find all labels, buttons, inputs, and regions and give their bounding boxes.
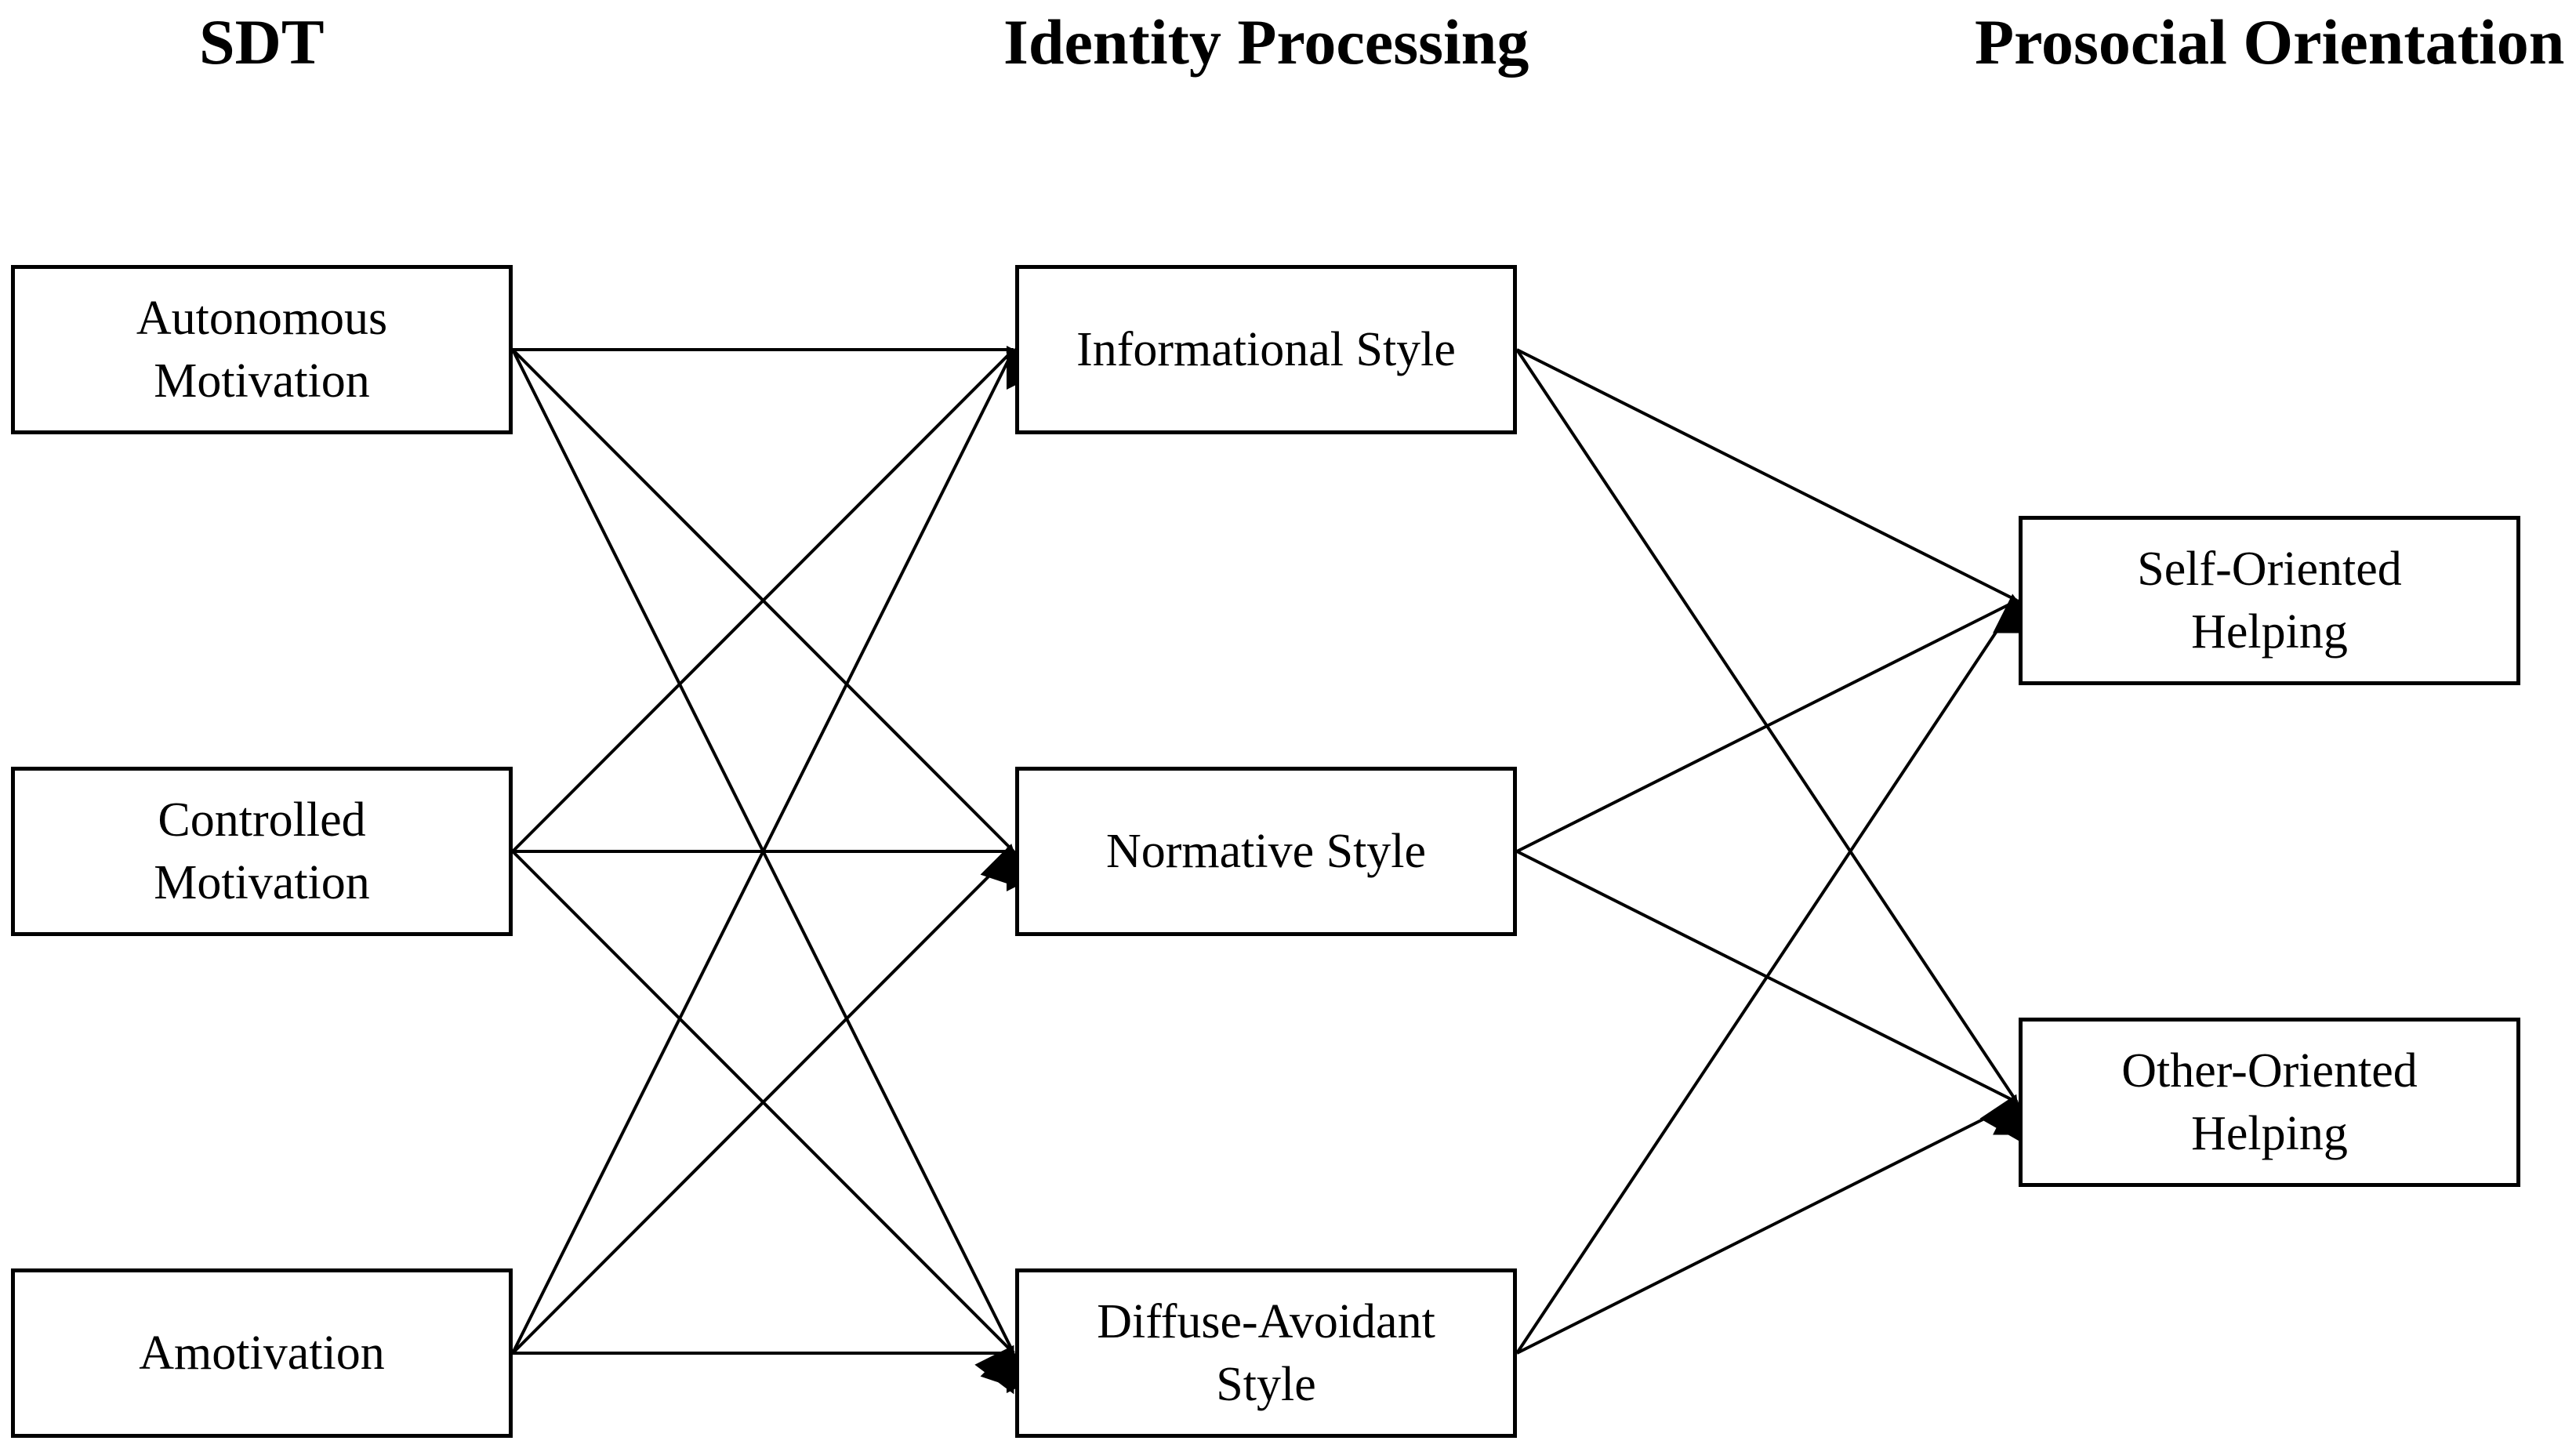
column-title-sdt: SDT xyxy=(199,6,325,78)
node-label: Normative Style xyxy=(1105,825,1427,878)
node-informational-style: Informational Style xyxy=(1015,265,1517,434)
arrow-normative-to-self_oriented xyxy=(1516,599,2059,853)
node-label: Other-Oriented xyxy=(2121,1044,2418,1098)
node-diffuse-avoidant-style: Diffuse-Avoidant Style xyxy=(1015,1268,1517,1438)
node-label: Style xyxy=(1216,1358,1316,1411)
arrow-controlled-to-informational xyxy=(511,336,1053,853)
column-title-identity-processing: Identity Processing xyxy=(1003,6,1529,78)
node-label: Amotivation xyxy=(139,1326,385,1380)
arrows-group xyxy=(511,325,2059,1395)
arrow-amotivation-to-informational xyxy=(511,325,1047,1354)
node-self-oriented-helping: Self-Oriented Helping xyxy=(2019,516,2520,685)
node-amotivation: Amotivation xyxy=(11,1268,513,1438)
node-normative-style: Normative Style xyxy=(1015,767,1517,936)
node-label: Controlled xyxy=(158,793,366,847)
arrow-informational-to-self_oriented xyxy=(1516,348,2042,633)
node-other-oriented-helping: Other-Oriented Helping xyxy=(2019,1018,2520,1187)
node-label: Autonomous xyxy=(136,292,388,345)
node-label: Self-Oriented xyxy=(2137,543,2402,596)
node-label: Diffuse-Avoidant xyxy=(1097,1295,1435,1348)
node-autonomous-motivation: Autonomous Motivation xyxy=(11,265,513,434)
arrow-diffuse-to-self_oriented xyxy=(1515,579,2053,1355)
node-label: Helping xyxy=(2191,1107,2348,1160)
node-label: Informational Style xyxy=(1076,323,1456,376)
arrow-diffuse-to-other_oriented xyxy=(1516,1101,2059,1355)
node-label: Helping xyxy=(2191,605,2348,659)
node-label: Motivation xyxy=(154,856,370,909)
node-label: Motivation xyxy=(154,354,370,408)
node-controlled-motivation: Controlled Motivation xyxy=(11,767,513,936)
arrow-amotivation-to-normative xyxy=(511,837,1053,1355)
column-title-prosocial-orientation: Prosocial Orientation xyxy=(1975,6,2565,78)
